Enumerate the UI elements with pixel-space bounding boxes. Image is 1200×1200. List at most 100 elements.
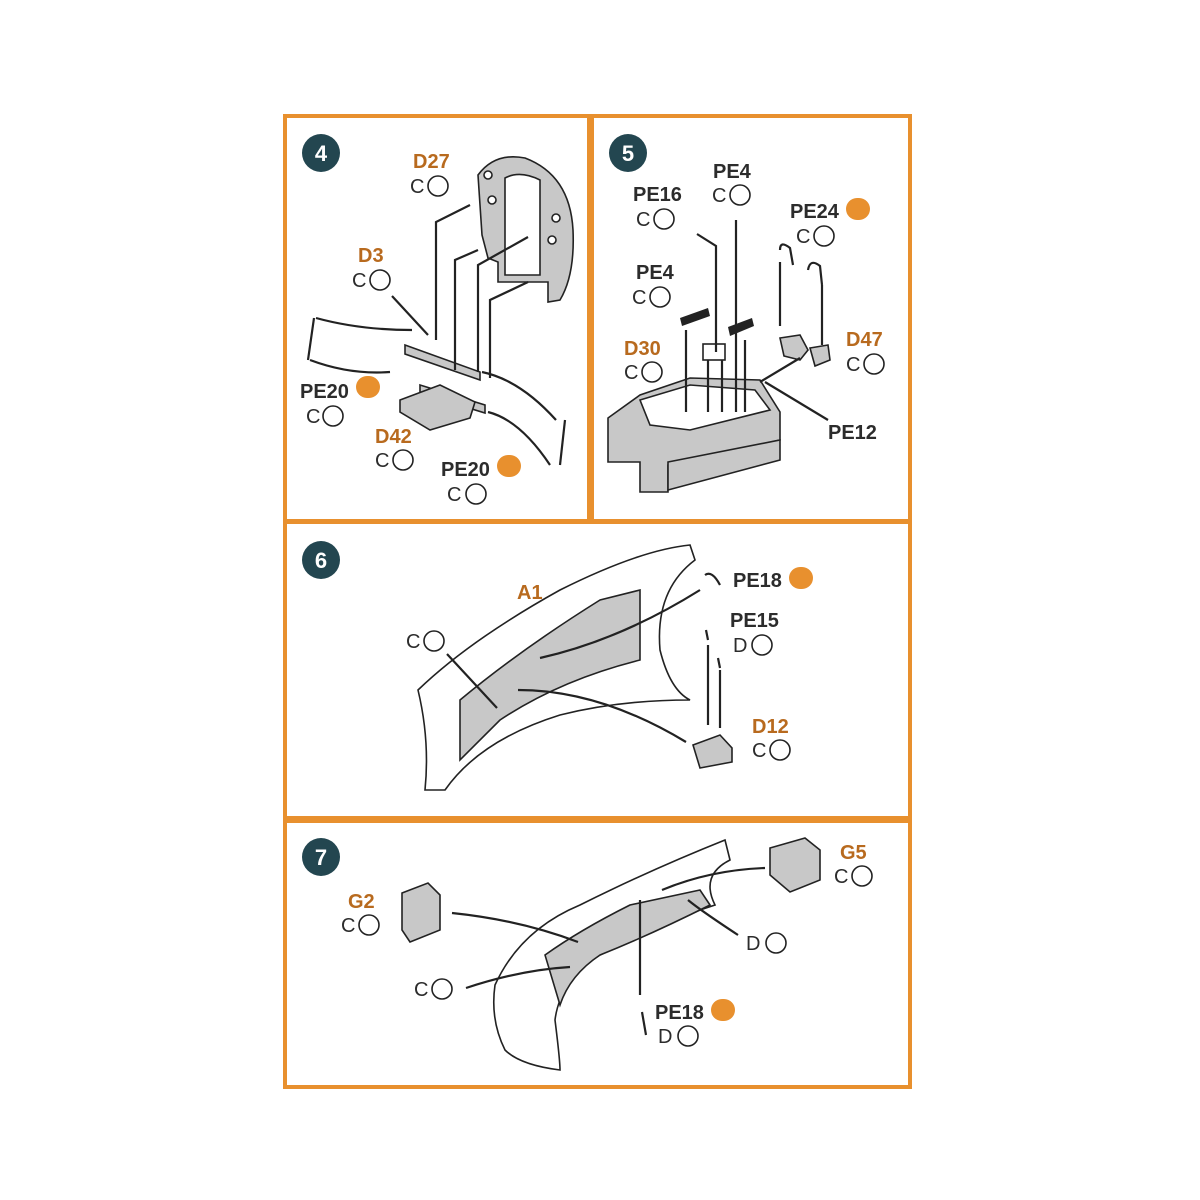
callout-PE15: PE15 D: [730, 610, 779, 657]
part-id: D47: [846, 329, 883, 351]
paint-swatch-icon: [392, 449, 414, 471]
photo-etch-icon: [846, 198, 870, 220]
paint-swatch-icon: [423, 630, 445, 652]
callout-PE16: PE16 C: [633, 184, 682, 231]
callout-D30: D30 C: [624, 338, 663, 384]
step-badge-4: 4: [302, 134, 340, 172]
paint-code: C: [306, 406, 320, 428]
paint-code: C: [712, 185, 726, 207]
part-id: PE20: [441, 459, 490, 481]
panel-frames: [283, 114, 912, 1089]
part-id: PE16: [633, 184, 682, 206]
callout-PE4-top: PE4 C: [712, 161, 752, 207]
paint-swatch-icon: [863, 353, 885, 375]
part-id: G2: [348, 891, 375, 913]
paint-swatch-icon: [431, 978, 453, 1000]
pe4-plate-left: [680, 308, 710, 326]
panel-step-6: [283, 520, 912, 820]
part-id: D30: [624, 338, 661, 360]
paint-code: D: [658, 1026, 672, 1048]
part-id: PE18: [655, 1002, 704, 1024]
part-id: PE20: [300, 381, 349, 403]
callout-D3: D3 C: [352, 245, 391, 292]
step-5-drawing: [607, 220, 831, 493]
callout-PE20-right: PE20 C: [441, 455, 521, 506]
paint-swatch-icon: [427, 175, 449, 197]
part-id: G5: [840, 842, 867, 864]
pe16-part: [702, 343, 726, 361]
callout-PE12: PE12: [828, 422, 877, 444]
step-6-drawing: [417, 544, 733, 791]
part-id: PE4: [713, 161, 752, 183]
callout-D27: D27 C: [410, 151, 450, 198]
paint-swatch-icon: [649, 286, 671, 308]
step-number: 5: [622, 141, 634, 166]
paint-code: C: [752, 740, 766, 762]
part-id: PE12: [828, 422, 877, 444]
paint-code: C: [846, 354, 860, 376]
callout-D-step7: D: [746, 932, 787, 955]
photo-etch-icon: [356, 376, 380, 398]
callout-A1: A1: [517, 582, 543, 604]
paint-swatch-icon: [653, 208, 675, 230]
callout-C-step6: C: [406, 630, 445, 653]
d47-part: [779, 334, 809, 361]
pe4-plate-right: [728, 318, 754, 336]
callout-D47: D47 C: [846, 329, 885, 376]
paint-code: C: [375, 450, 389, 472]
paint-code: C: [624, 362, 638, 384]
callout-G5: G5 C: [834, 842, 873, 888]
callout-D42: D42 C: [375, 426, 414, 472]
part-id: PE15: [730, 610, 779, 632]
callout-PE4-mid: PE4 C: [632, 262, 675, 309]
paint-swatch-icon: [322, 405, 344, 427]
callout-D12: D12 C: [752, 716, 791, 762]
part-id: D42: [375, 426, 412, 448]
paint-swatch-icon: [729, 184, 751, 206]
step-number: 4: [315, 141, 328, 166]
part-id: PE18: [733, 570, 782, 592]
photo-etch-icon: [711, 999, 735, 1021]
paint-swatch-icon: [765, 932, 787, 954]
paint-swatch-icon: [769, 739, 791, 761]
step-badge-5: 5: [609, 134, 647, 172]
part-id: A1: [517, 582, 543, 604]
paint-code: C: [632, 287, 646, 309]
callout-C-step7: C: [414, 978, 453, 1001]
callout-PE24: PE24 C: [790, 198, 870, 248]
part-id: PE4: [636, 262, 675, 284]
paint-code: C: [341, 915, 355, 937]
step-badge-7: 7: [302, 838, 340, 876]
panel-step-7: [283, 819, 912, 1089]
g2-instrument-panel: [401, 882, 441, 943]
paint-swatch-icon: [369, 269, 391, 291]
rod-right: [558, 419, 567, 466]
paint-swatch-icon: [677, 1025, 699, 1047]
seat-frame-part: [404, 343, 481, 382]
seat-pan-part: [399, 384, 476, 431]
paint-code: C: [447, 484, 461, 506]
paint-code: D: [746, 933, 760, 955]
callout-G2: G2 C: [341, 891, 380, 937]
step-4-drawing: [306, 156, 575, 466]
paint-code: C: [406, 631, 420, 653]
paint-code: C: [410, 176, 424, 198]
d12-part: [692, 734, 733, 769]
paint-code: C: [352, 270, 366, 292]
paint-code: C: [636, 209, 650, 231]
callout-PE18-step7: PE18 D: [655, 999, 735, 1048]
callout-PE20-left: PE20 C: [300, 376, 380, 428]
step-number: 7: [315, 845, 327, 870]
paint-swatch-icon: [358, 914, 380, 936]
paint-swatch-icon: [851, 865, 873, 887]
paint-code: C: [414, 979, 428, 1001]
paint-code: D: [733, 635, 747, 657]
paint-swatch-icon: [813, 225, 835, 247]
photo-etch-icon: [497, 455, 521, 477]
part-id: D27: [413, 151, 450, 173]
g5-instrument-panel: [769, 837, 821, 893]
photo-etch-icon: [789, 567, 813, 589]
paint-swatch-icon: [641, 361, 663, 383]
paint-code: C: [796, 226, 810, 248]
